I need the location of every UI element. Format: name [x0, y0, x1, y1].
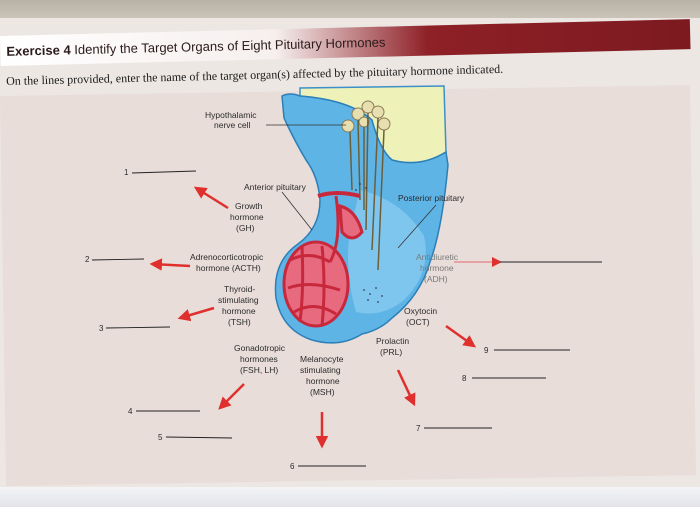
adh-label-3: (ADH) [424, 274, 448, 284]
tsh-label-1: Thyroid- [224, 284, 255, 294]
arrow-gh [193, 186, 229, 210]
answer-line-2 [91, 258, 145, 261]
portal-vessels [282, 191, 364, 328]
prl-label-2: (PRL) [380, 347, 402, 357]
gh-label-3: (GH) [236, 223, 255, 233]
gonad-label-3: (FSH, LH) [240, 365, 278, 375]
posterior-pituitary-label: Posterior pituitary [398, 193, 465, 203]
answer-number-1: 1 [124, 168, 129, 177]
answer-line-1 [131, 170, 197, 174]
arrow-acth [149, 258, 191, 271]
adh-label-2: hormone [420, 263, 454, 273]
acth-label-2: hormone (ACTH) [196, 263, 261, 273]
posterior-lobe [348, 190, 426, 314]
answer-line-5 [165, 436, 233, 439]
msh-label-1: Melanocyte [300, 354, 344, 364]
hormone-arrows [149, 186, 502, 449]
top-edge [0, 0, 700, 22]
hormone-granules [355, 183, 383, 303]
gh-label-2: hormone [230, 212, 264, 222]
nerve-cell-label: nerve cell [214, 120, 250, 130]
answer-number-6: 6 [290, 462, 295, 471]
adh-label-1: Antidiuretic [416, 252, 459, 262]
gonad-label-2: hormones [240, 354, 278, 364]
msh-label-3: hormone [306, 376, 340, 386]
answer-number-9: 9 [484, 346, 489, 355]
prl-label-1: Prolactin [376, 336, 409, 346]
hypothalamic-label: Hypothalamic [205, 110, 257, 120]
answer-number-5: 5 [158, 433, 163, 442]
answer-number-4: 4 [128, 407, 133, 416]
gonad-label-1: Gonadotropic [234, 343, 286, 353]
answer-number-7: 7 [416, 424, 421, 433]
tsh-label-3: hormone [222, 306, 256, 316]
bottom-edge [0, 487, 700, 507]
answer-lines [91, 170, 602, 467]
answer-number-2: 2 [85, 255, 90, 264]
leader-lines [266, 124, 437, 249]
arrow-prl [396, 369, 416, 407]
oct-label-1: Oxytocin [404, 306, 437, 316]
gh-label-1: Growth [235, 201, 263, 211]
answer-number-3: 3 [99, 324, 104, 333]
arrow-tsh [177, 306, 215, 322]
answer-number-8: 8 [462, 374, 467, 383]
arrow-oct [445, 324, 477, 348]
anterior-pituitary-label: Anterior pituitary [244, 182, 307, 192]
hypothalamic-neurons [341, 100, 391, 271]
msh-label-4: (MSH) [310, 387, 335, 397]
answer-line-3 [105, 326, 171, 329]
tsh-label-2: stimulating [218, 295, 259, 305]
acth-label-1: Adrenocorticotropic [190, 252, 264, 262]
tsh-label-4: (TSH) [228, 317, 251, 327]
msh-label-2: stimulating [300, 365, 341, 375]
arrow-gonad [218, 383, 245, 410]
oct-label-2: (OCT) [406, 317, 430, 327]
